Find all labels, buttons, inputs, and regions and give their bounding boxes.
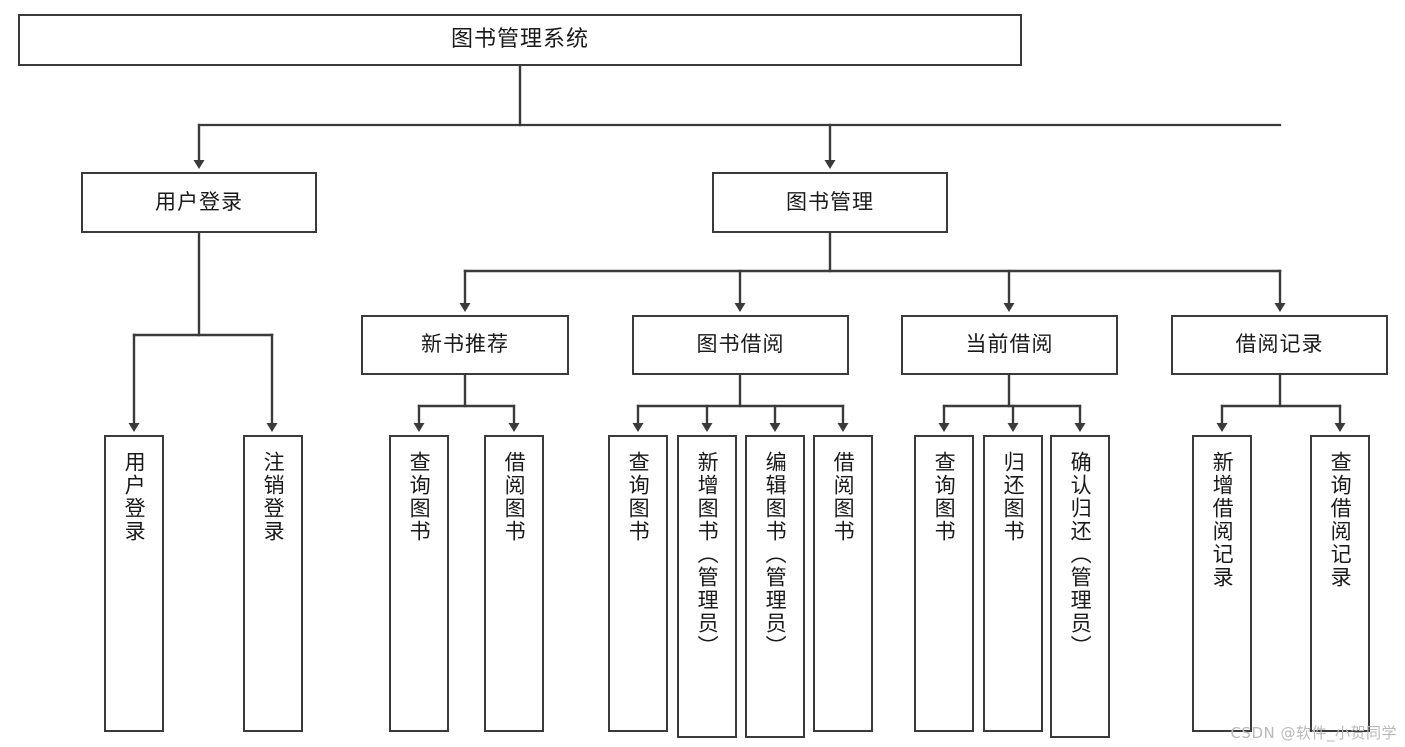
node-root-book-management-system[interactable]: 图书管理系统 — [18, 14, 1022, 66]
node-leaf-return-book[interactable]: 归还图书 — [983, 435, 1043, 732]
node-label: 当前借阅 — [965, 332, 1054, 357]
node-borrow-record[interactable]: 借阅记录 — [1171, 315, 1388, 375]
node-label: 归还图书 — [1001, 451, 1026, 543]
node-leaf-query-book-borrow[interactable]: 查询图书 — [608, 435, 668, 732]
node-leaf-edit-book-admin[interactable]: 编辑图书（管理员） — [745, 435, 805, 738]
node-label: 用户登录 — [122, 451, 147, 543]
node-leaf-borrow-book-recommend[interactable]: 借阅图书 — [484, 435, 544, 732]
node-label: 用户登录 — [155, 189, 243, 214]
node-label: 查询图书 — [626, 451, 651, 543]
node-label: 编辑图书（管理员） — [763, 451, 788, 658]
node-label: 注销登录 — [261, 451, 286, 543]
node-label: 借阅图书 — [831, 451, 856, 543]
node-leaf-add-borrow-record[interactable]: 新增借阅记录 — [1192, 435, 1252, 732]
node-leaf-query-borrow-record[interactable]: 查询借阅记录 — [1310, 435, 1370, 732]
node-label: 确认归还（管理员） — [1068, 451, 1093, 658]
node-leaf-user-login[interactable]: 用户登录 — [104, 435, 164, 732]
node-label: 图书管理系统 — [450, 26, 589, 52]
node-leaf-query-book-current[interactable]: 查询图书 — [914, 435, 974, 732]
node-user-login[interactable]: 用户登录 — [81, 172, 317, 233]
node-leaf-logout[interactable]: 注销登录 — [243, 435, 303, 732]
node-label: 借阅图书 — [502, 451, 527, 543]
node-leaf-confirm-return-admin[interactable]: 确认归还（管理员） — [1050, 435, 1110, 738]
node-leaf-borrow-book[interactable]: 借阅图书 — [813, 435, 873, 732]
node-label: 查询图书 — [407, 451, 432, 543]
node-label: 查询图书 — [932, 451, 957, 543]
node-label: 查询借阅记录 — [1328, 451, 1353, 589]
node-leaf-add-book-admin[interactable]: 新增图书（管理员） — [677, 435, 737, 738]
node-book-borrow[interactable]: 图书借阅 — [632, 315, 849, 375]
node-label: 新书推荐 — [421, 332, 509, 357]
node-label: 新增借阅记录 — [1210, 451, 1235, 589]
node-leaf-query-book-recommend[interactable]: 查询图书 — [389, 435, 449, 732]
node-label: 借阅记录 — [1235, 332, 1324, 357]
node-label: 新增图书（管理员） — [695, 451, 720, 658]
node-label: 图书管理 — [786, 189, 874, 214]
node-book-management[interactable]: 图书管理 — [712, 172, 948, 233]
node-label: 图书借阅 — [696, 332, 785, 357]
node-new-book-recommend[interactable]: 新书推荐 — [361, 315, 569, 375]
csdn-watermark: CSDN @软件_小贺同学 — [1230, 724, 1397, 742]
node-current-borrow[interactable]: 当前借阅 — [901, 315, 1118, 375]
